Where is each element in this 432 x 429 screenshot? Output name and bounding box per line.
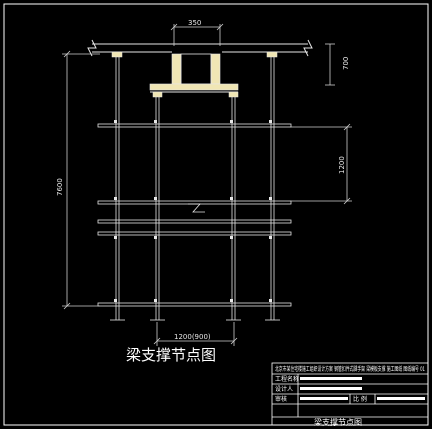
total-height-label: 7600 bbox=[56, 178, 64, 196]
vertical-standards bbox=[115, 57, 275, 320]
title-block-row3-label: 审核 bbox=[275, 395, 287, 403]
slab-top-supports bbox=[111, 51, 278, 98]
title-block-row1-label: 工程名称 bbox=[275, 375, 299, 383]
bottom-spacing-dimension bbox=[153, 322, 238, 346]
total-height-dimension bbox=[62, 50, 100, 310]
step-spacing-label: 1200 bbox=[338, 156, 346, 174]
title-block-row2-label: 设计人 bbox=[275, 385, 293, 393]
horizontal-ledgers bbox=[97, 123, 292, 307]
title-block-footer-title: 梁支撑节点图 bbox=[314, 417, 362, 427]
beam-width-label: 350 bbox=[188, 19, 201, 27]
drawing-caption: 梁支撑节点图 bbox=[126, 346, 216, 364]
beam-depth-dimension bbox=[325, 43, 335, 86]
beam-width-dimension bbox=[170, 23, 224, 46]
step-spacing-dimension bbox=[290, 123, 352, 205]
couplers bbox=[114, 120, 272, 302]
sheet-border bbox=[3, 3, 429, 426]
title-block-header: 北京市某住宅楼施工组织设计方案 钢管扣件式脚手架 梁模板支撑 施工图纸 图纸编号… bbox=[275, 365, 425, 373]
beam-section bbox=[149, 53, 239, 93]
floor-slab bbox=[87, 39, 313, 57]
beam-depth-label: 700 bbox=[342, 57, 350, 70]
break-symbol bbox=[188, 203, 205, 213]
bottom-spacing-label: 1200(900) bbox=[174, 333, 211, 341]
title-block bbox=[271, 362, 429, 426]
title-block-fill-bars bbox=[300, 377, 425, 400]
title-block-scale-label: 比 例 bbox=[353, 395, 367, 403]
